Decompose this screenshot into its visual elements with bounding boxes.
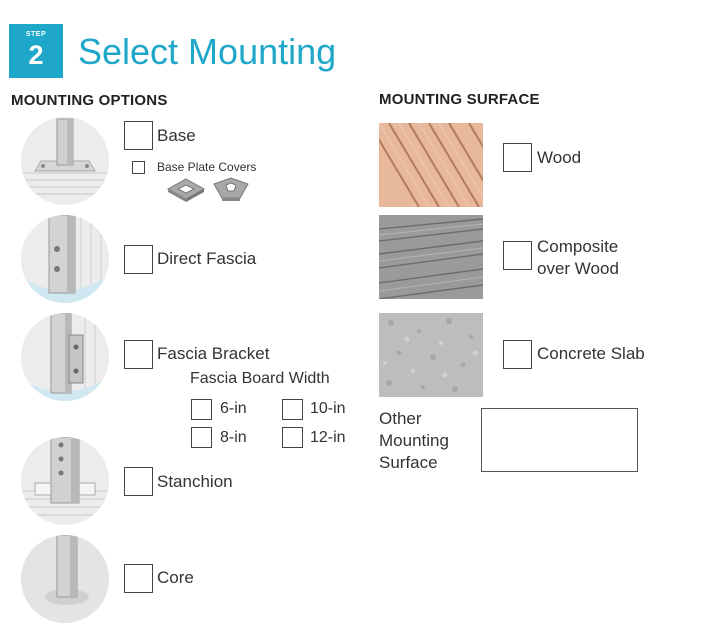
fascia-bracket-image xyxy=(21,313,109,401)
width-10in-label: 10-in xyxy=(310,400,346,417)
base-plate-covers-checkbox[interactable] xyxy=(132,161,145,174)
base-plate-cover-angled-icon xyxy=(213,177,249,201)
direct-fascia-checkbox[interactable] xyxy=(124,245,153,274)
composite-label: Composite over Wood xyxy=(537,237,619,278)
fascia-bracket-checkbox[interactable] xyxy=(124,340,153,369)
core-image xyxy=(21,535,109,623)
mounting-options-heading: MOUNTING OPTIONS xyxy=(11,92,168,109)
mounting-surface-heading: MOUNTING SURFACE xyxy=(379,91,540,108)
width-6in-label: 6-in xyxy=(220,400,247,417)
composite-surface-image xyxy=(379,215,483,299)
other-surface-label: Other Mounting Surface xyxy=(379,409,449,472)
other-surface-input[interactable] xyxy=(481,408,638,472)
stanchion-checkbox[interactable] xyxy=(124,467,153,496)
core-label: Core xyxy=(157,568,194,587)
page-title: Select Mounting xyxy=(78,31,337,72)
stanchion-image xyxy=(21,437,109,525)
concrete-label: Concrete Slab xyxy=(537,344,645,363)
base-plate-cover-square-icon xyxy=(166,178,206,202)
wood-label: Wood xyxy=(537,148,582,167)
wood-checkbox[interactable] xyxy=(503,143,532,172)
direct-fascia-image xyxy=(21,215,109,303)
base-label: Base xyxy=(157,126,196,145)
step-word: STEP xyxy=(25,31,47,38)
step-badge: STEP 2 xyxy=(9,24,63,78)
width-8in-checkbox[interactable] xyxy=(191,427,212,448)
wood-surface-image xyxy=(379,123,483,207)
width-8in-label: 8-in xyxy=(220,429,247,446)
stanchion-label: Stanchion xyxy=(157,472,233,491)
base-plate-covers-label: Base Plate Covers xyxy=(157,160,257,174)
direct-fascia-label: Direct Fascia xyxy=(157,249,257,268)
base-mount-image xyxy=(21,117,109,205)
concrete-checkbox[interactable] xyxy=(503,340,532,369)
step-number: 2 xyxy=(28,40,44,70)
width-12in-checkbox[interactable] xyxy=(282,427,303,448)
concrete-surface-image xyxy=(379,313,483,397)
composite-checkbox[interactable] xyxy=(503,241,532,270)
width-6in-checkbox[interactable] xyxy=(191,399,212,420)
core-checkbox[interactable] xyxy=(124,564,153,593)
fascia-bracket-label: Fascia Bracket xyxy=(157,344,270,363)
fascia-board-width-heading: Fascia Board Width xyxy=(190,370,330,387)
width-12in-label: 12-in xyxy=(310,429,346,446)
width-10in-checkbox[interactable] xyxy=(282,399,303,420)
base-checkbox[interactable] xyxy=(124,121,153,150)
